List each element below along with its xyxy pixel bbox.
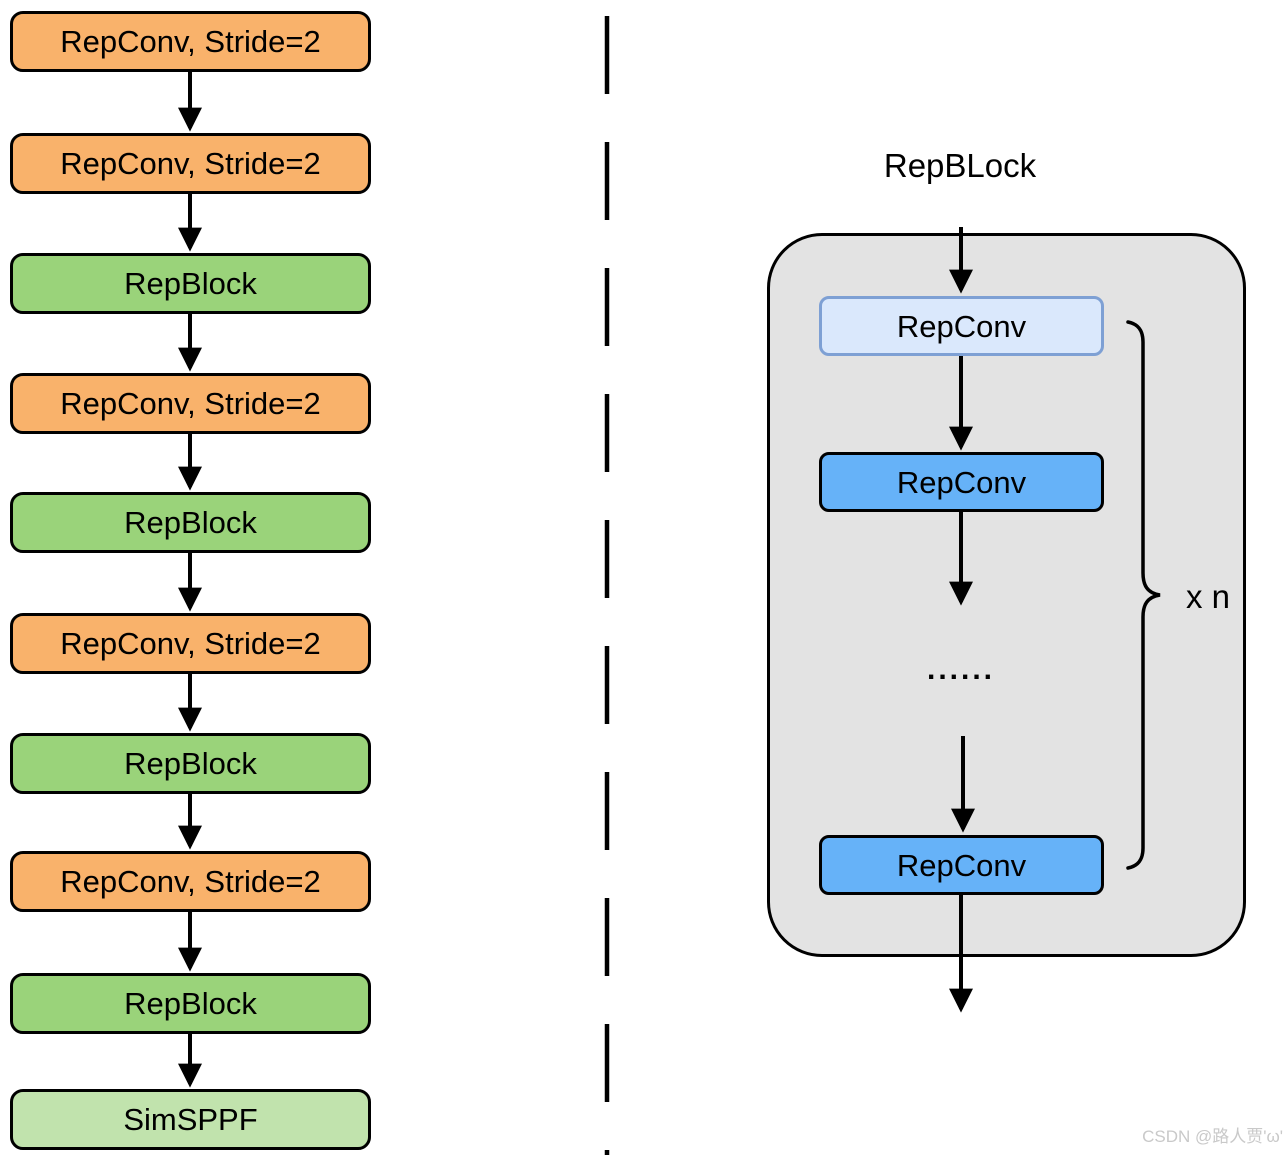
watermark-text: CSDN @路人贾'ω' [1142, 1127, 1283, 1146]
backbone-node-repconv-2[interactable]: RepConv, Stride=2 [10, 133, 371, 194]
backbone-node-repconv-4[interactable]: RepConv, Stride=2 [10, 613, 371, 674]
backbone-node-repconv-3[interactable]: RepConv, Stride=2 [10, 373, 371, 434]
repeat-count-label: x n [1185, 578, 1231, 615]
detail-node-repconv-2[interactable]: RepConv [819, 452, 1104, 512]
backbone-node-repblock-2[interactable]: RepBlock [10, 492, 371, 553]
repblock-detail-title: RepBLock [883, 147, 1037, 184]
backbone-node-repconv-5[interactable]: RepConv, Stride=2 [10, 851, 371, 912]
backbone-node-repblock-1[interactable]: RepBlock [10, 253, 371, 314]
detail-node-repconv-3[interactable]: RepConv [819, 835, 1104, 895]
backbone-node-repconv-1[interactable]: RepConv, Stride=2 [10, 11, 371, 72]
backbone-node-repblock-4[interactable]: RepBlock [10, 973, 371, 1034]
detail-node-repconv-1[interactable]: RepConv [819, 296, 1104, 356]
backbone-node-simsppf[interactable]: SimSPPF [10, 1089, 371, 1150]
backbone-node-repblock-3[interactable]: RepBlock [10, 733, 371, 794]
repeat-ellipsis: ...... [926, 653, 995, 686]
